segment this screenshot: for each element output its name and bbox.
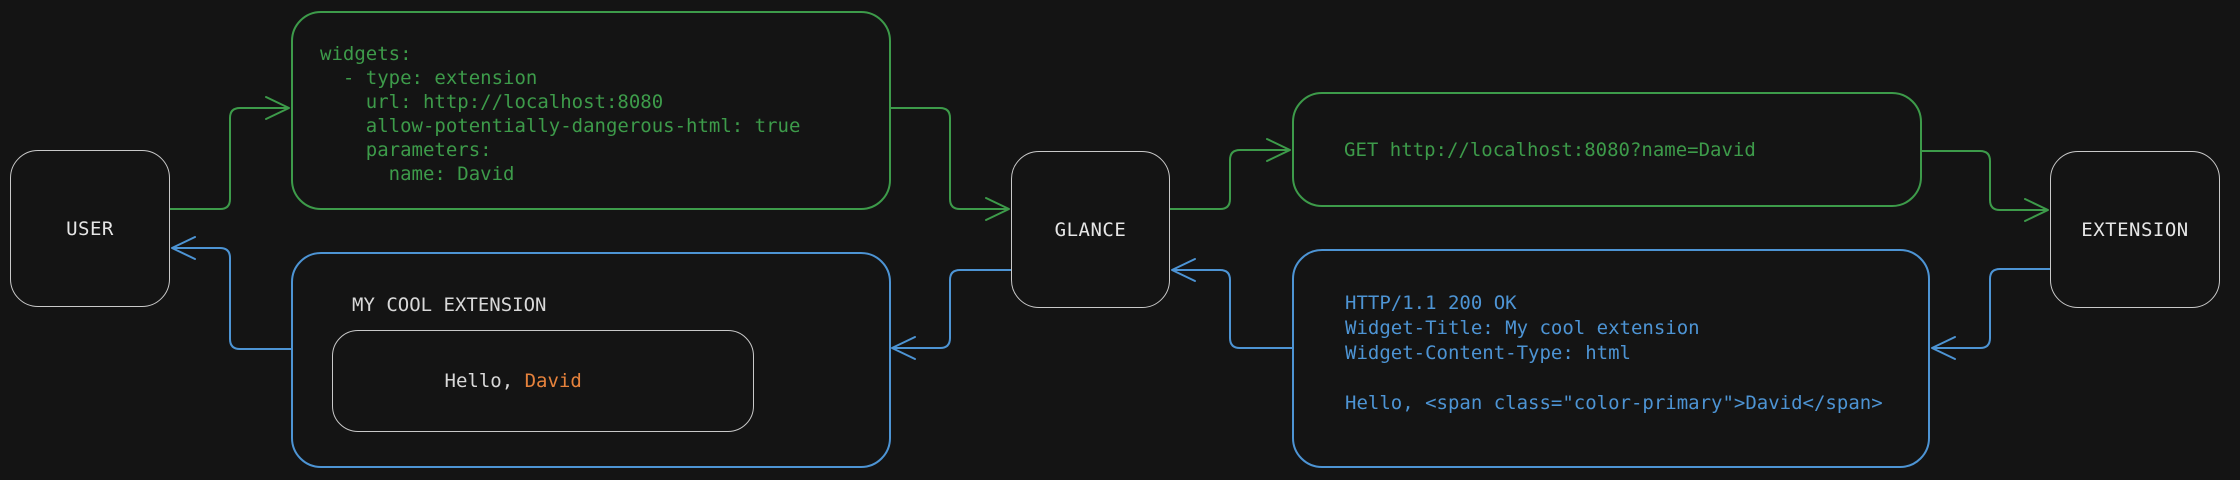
edge-user-to-config	[169, 107, 287, 210]
greeting-name: David	[524, 370, 582, 392]
config-yaml-box: widgets: - type: extension url: http://l…	[291, 11, 891, 210]
glance-node-label: GLANCE	[1054, 218, 1127, 241]
rendered-widget-box: MY COOL EXTENSION Hello, David	[291, 252, 891, 468]
glance-node: GLANCE	[1011, 151, 1170, 308]
arrow-right-icon	[2024, 198, 2049, 222]
arrow-right-icon	[265, 96, 290, 120]
user-node-label: USER	[66, 217, 114, 240]
http-response-box: HTTP/1.1 200 OK Widget-Title: My cool ex…	[1292, 249, 1930, 468]
arrow-left-icon	[1931, 336, 1956, 360]
user-node: USER	[10, 150, 170, 307]
http-request-code: GET http://localhost:8080?name=David	[1344, 138, 1756, 161]
edge-glance-to-widget	[894, 269, 1012, 349]
arrow-left-icon	[1171, 258, 1196, 282]
edge-widget-to-user	[174, 247, 292, 350]
widget-greeting: Hello, David	[333, 348, 582, 414]
greeting-prefix: Hello,	[444, 370, 525, 392]
extension-node: EXTENSION	[2050, 151, 2220, 308]
arrow-right-icon	[985, 197, 1010, 221]
http-request-box: GET http://localhost:8080?name=David	[1292, 92, 1922, 207]
edge-config-to-glance	[890, 107, 1007, 210]
arrow-left-icon	[891, 336, 916, 360]
extension-node-label: EXTENSION	[2081, 218, 2189, 241]
edge-response-to-glance	[1174, 269, 1293, 349]
widget-content-frame: Hello, David	[332, 330, 754, 432]
widget-title: MY COOL EXTENSION	[352, 294, 547, 316]
arrow-right-icon	[1266, 138, 1291, 162]
edge-glance-to-request	[1169, 149, 1288, 210]
edge-request-to-extension	[1921, 150, 2046, 211]
http-response-code: HTTP/1.1 200 OK Widget-Title: My cool ex…	[1345, 292, 1883, 414]
edge-extension-to-response	[1934, 268, 2051, 349]
config-yaml-code: widgets: - type: extension url: http://l…	[320, 43, 801, 185]
arrow-left-icon	[171, 236, 196, 260]
